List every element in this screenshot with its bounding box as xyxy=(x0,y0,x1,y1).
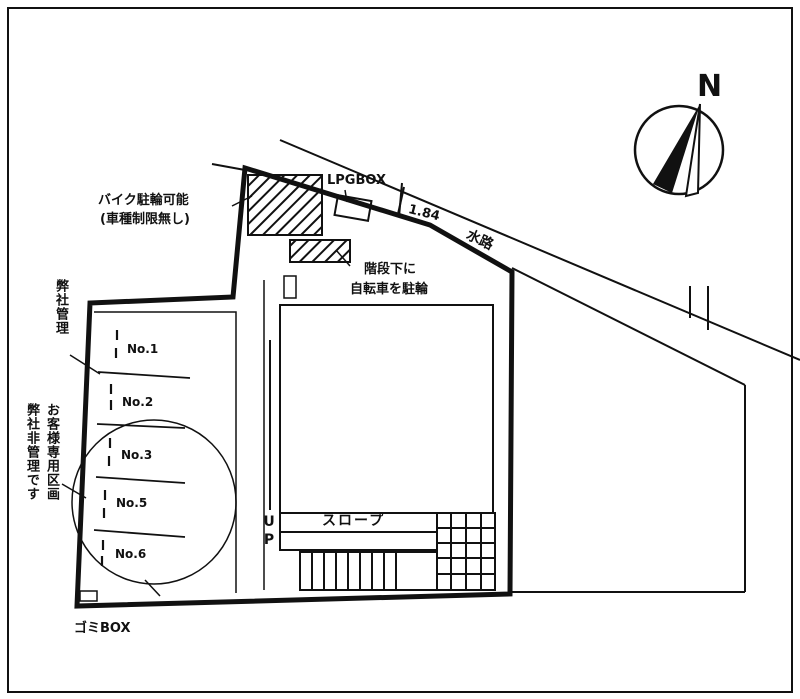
slope-label: スロープ xyxy=(322,513,386,529)
bike-parking-area xyxy=(247,174,323,236)
stall-dashes xyxy=(100,330,119,566)
outer-frame xyxy=(7,7,793,693)
bicycle-parking-label-1: 階段下に xyxy=(364,262,417,277)
building xyxy=(279,304,494,514)
garbage-box xyxy=(79,590,98,602)
compass-north-label: N xyxy=(697,69,723,104)
parking-space-5: No.5 xyxy=(116,496,148,510)
parking-space-2: No.2 xyxy=(122,395,154,409)
not-company-managed-label: 弊社非管理です xyxy=(24,403,39,501)
parking-space-6: No.6 xyxy=(115,547,147,561)
company-managed-label: 弊社管理 xyxy=(53,279,68,335)
stairs xyxy=(299,551,438,591)
parking-space-1: No.1 xyxy=(127,342,159,356)
up-label: UP xyxy=(261,514,277,550)
road-width-dimension xyxy=(397,182,405,218)
customer-area-circle xyxy=(71,419,237,585)
garbage-box-label: ゴミBOX xyxy=(74,621,131,636)
stair-step-box xyxy=(283,275,297,299)
tile-grid xyxy=(436,512,496,591)
bicycle-parking-area xyxy=(289,239,351,263)
customer-only-label: お客様専用区画 xyxy=(44,403,59,501)
bike-parking-label-1: バイク駐輪可能 xyxy=(98,193,189,208)
bicycle-parking-label-2: 自転車を駐輪 xyxy=(350,282,429,297)
north-compass xyxy=(633,103,725,198)
property-boundary xyxy=(74,164,515,609)
parking-stall-lines xyxy=(93,371,191,538)
waterway-road xyxy=(211,139,800,386)
bike-parking-label-2: (車種制限無し) xyxy=(100,212,190,227)
parking-space-3: No.3 xyxy=(121,448,153,462)
neighbor-lines xyxy=(512,286,746,593)
lpg-box-label: LPGBOX xyxy=(327,173,387,188)
